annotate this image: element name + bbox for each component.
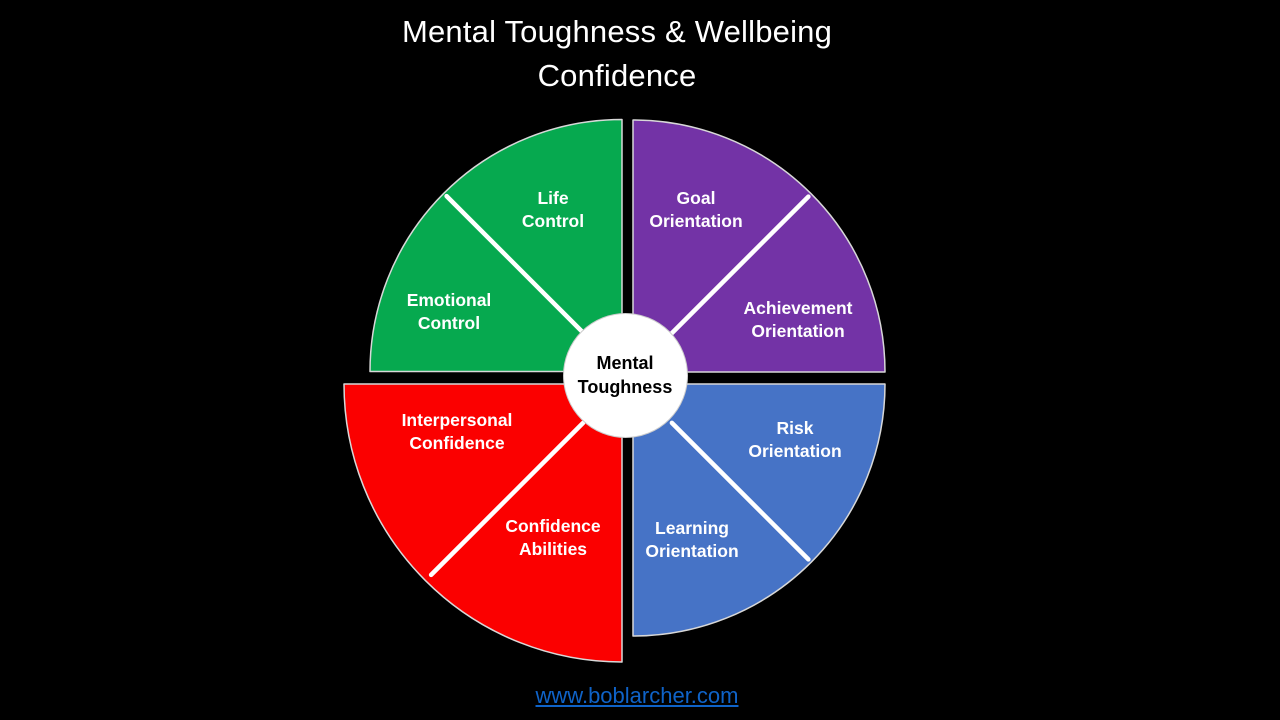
segment-divider-top-left: [444, 193, 586, 335]
segment-divider-bottom-right: [669, 420, 811, 562]
segment-label-achievement-orientation: Achievement Orientation: [743, 298, 853, 341]
segment-label-interpersonal-confidence: Interpersonal Confidence: [401, 410, 513, 453]
segment-label-goal-orientation: Goal Orientation: [649, 188, 743, 231]
segment-label-emotional-control: Emotional Control: [406, 290, 492, 333]
segment-label-life-control: Life Control: [521, 188, 585, 231]
segment-divider-bottom-left: [428, 420, 586, 578]
slide-title: Mental Toughness & Wellbeing Confidence: [401, 14, 833, 93]
center-label-mental-toughness: Mental Toughness: [577, 353, 673, 397]
segment-divider-top-right: [669, 194, 811, 336]
center-hub-circle: [563, 313, 688, 438]
segment-label-confidence-abilities: Confidence Abilities: [505, 516, 601, 559]
website-link[interactable]: www.boblarcher.com: [535, 683, 739, 708]
segment-label-risk-orientation: Risk Orientation: [748, 418, 842, 461]
segment-label-learning-orientation: Learning Orientation: [645, 518, 739, 561]
